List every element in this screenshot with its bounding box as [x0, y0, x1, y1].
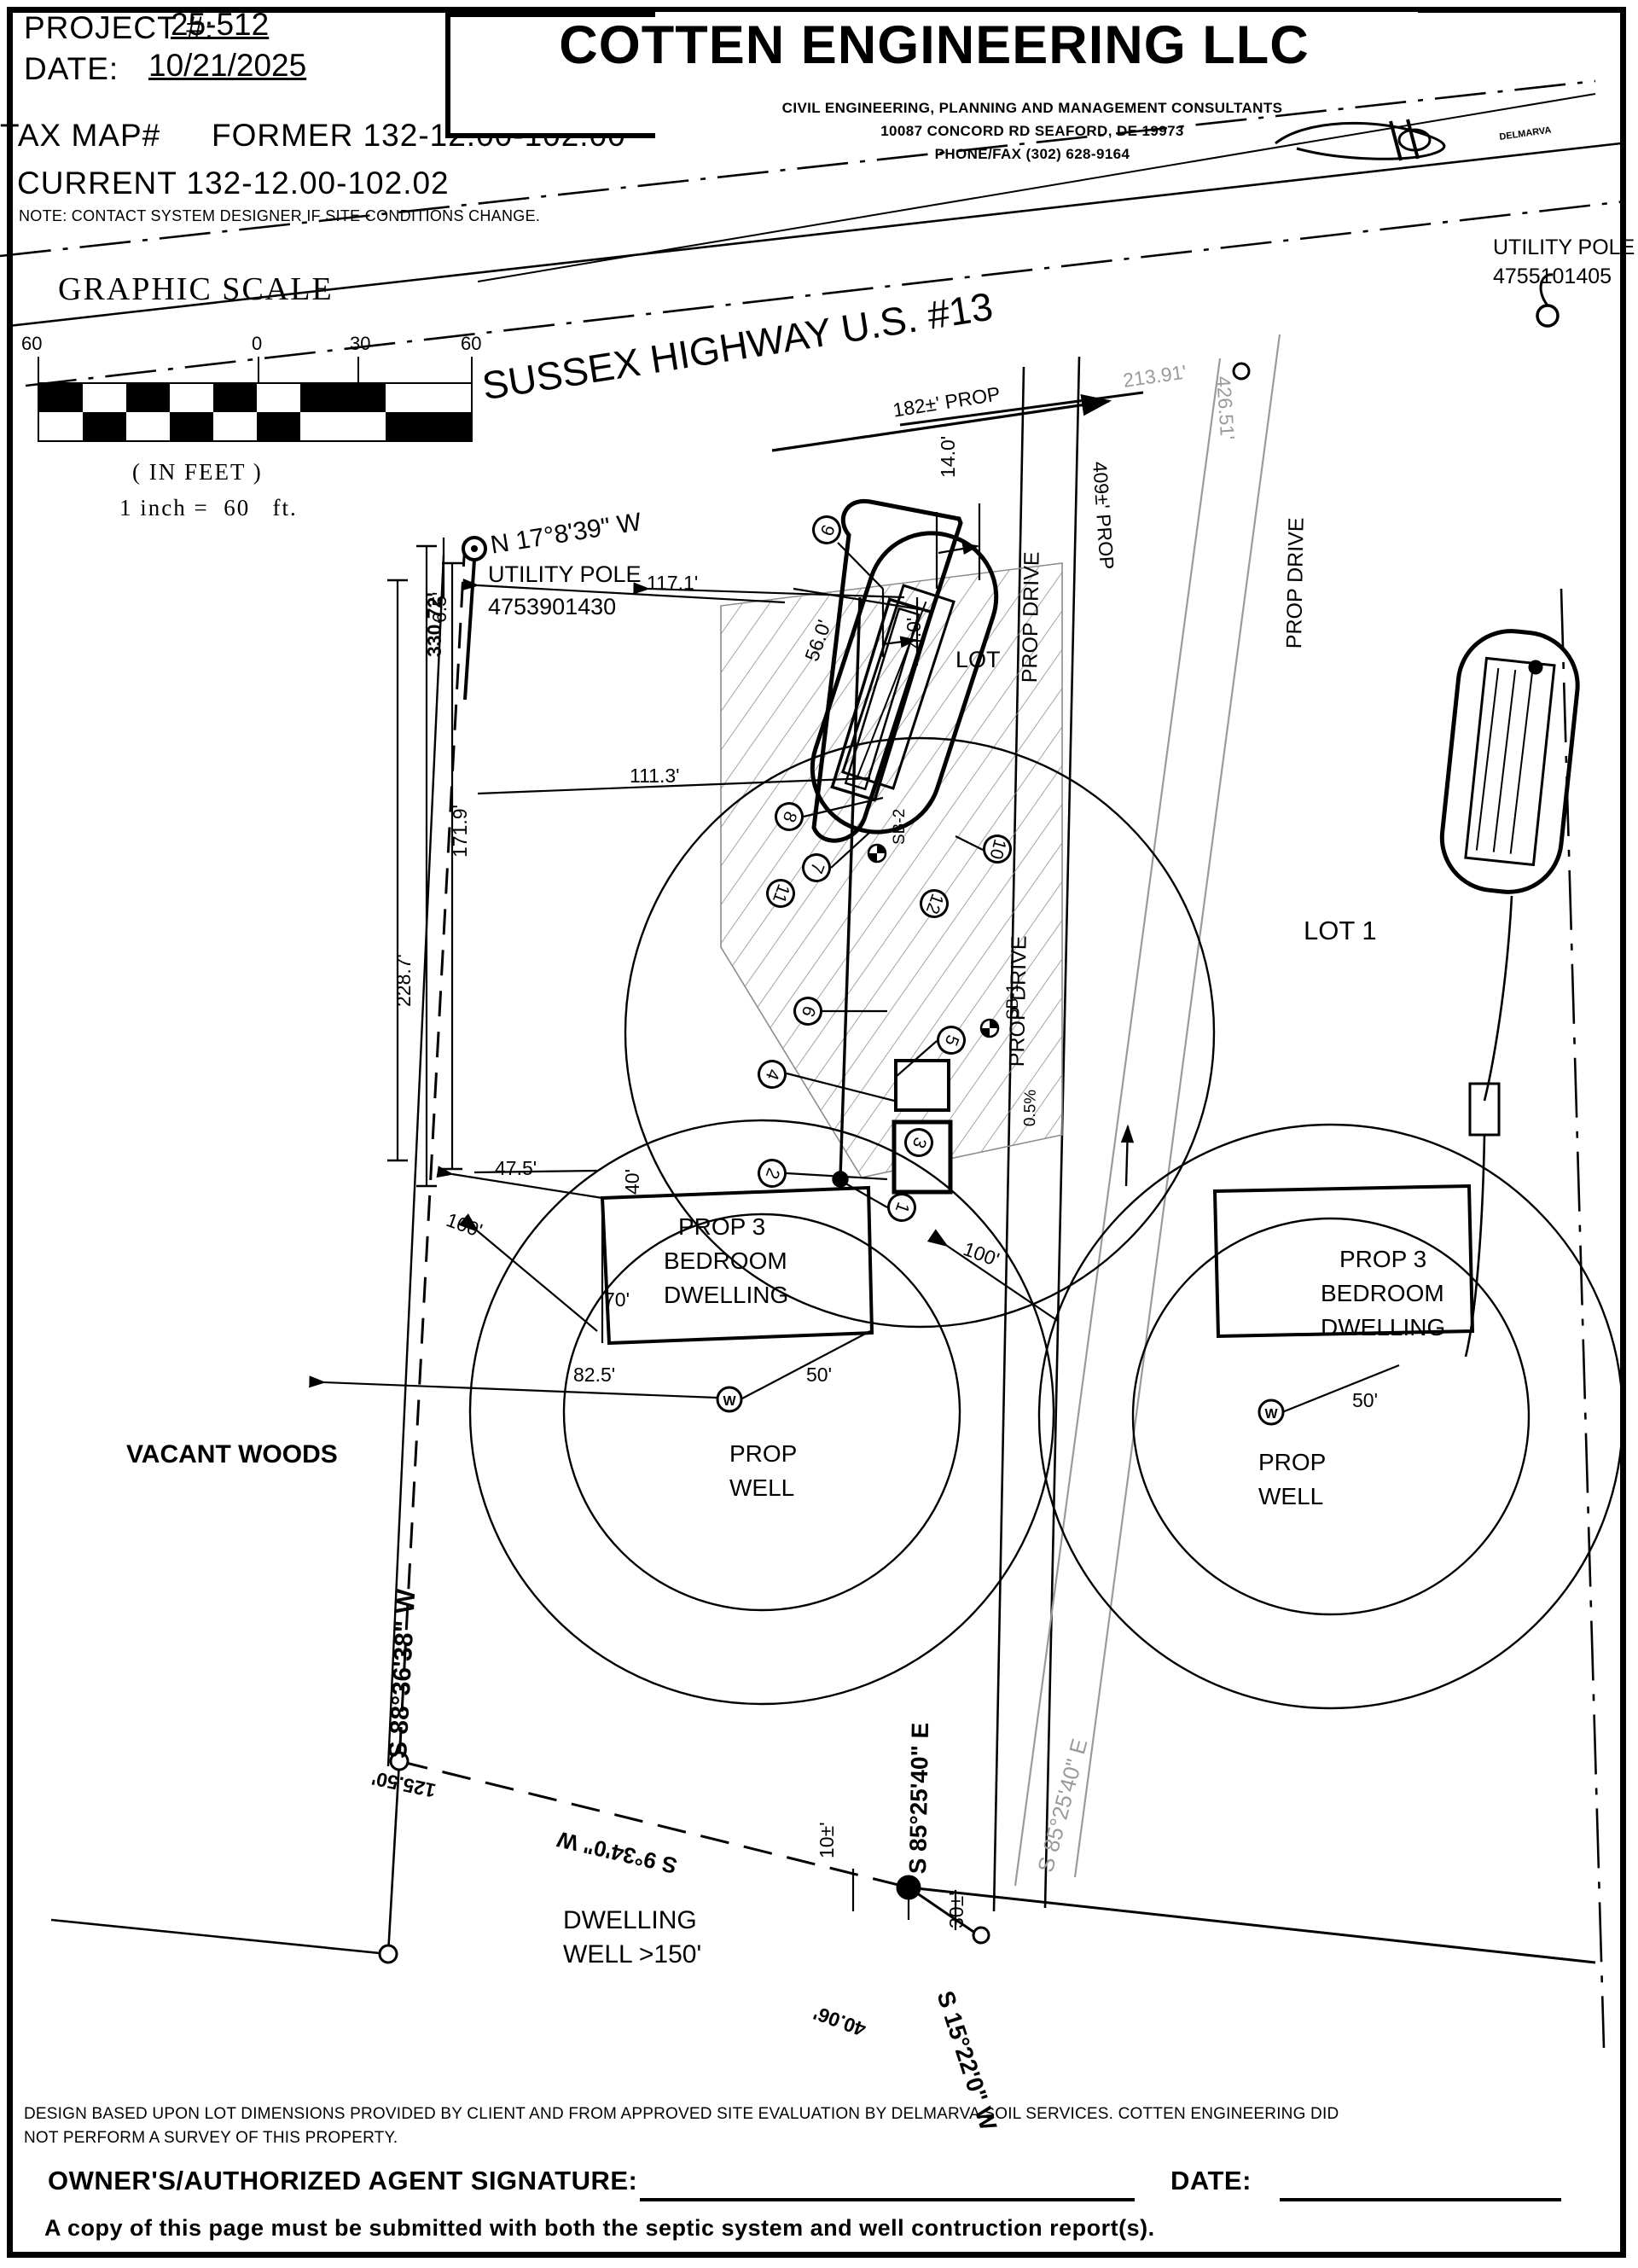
- prop-drive-label-2: PROP DRIVE: [1282, 517, 1309, 649]
- scale-tick-mark-1: [258, 357, 259, 382]
- dimension-leaders: [309, 538, 1059, 1399]
- date-label: DATE:: [24, 51, 119, 86]
- dim-82-5: 82.5': [573, 1364, 616, 1386]
- dim-426-51: 426.51': [1212, 375, 1240, 441]
- scale-tick-0: 60: [21, 333, 43, 354]
- dim-10-pm: 10±': [816, 1822, 838, 1858]
- dwelling-well-note-1: DWELLING: [563, 1906, 697, 1934]
- dwelling-left-outline: [600, 1185, 874, 1346]
- dim-50-left: 50': [806, 1364, 832, 1386]
- company-address: 10087 CONCORD RD SEAFORD, DE 19973: [880, 123, 1184, 139]
- dwelling-left-line-2: BEDROOM: [664, 1247, 787, 1274]
- footer-date-label: DATE:: [1170, 2166, 1252, 2195]
- slope-label: 0.5%: [1021, 1089, 1040, 1127]
- sb-1-label: SB-1: [1004, 983, 1022, 1020]
- dim-6-5: 6.5': [428, 591, 450, 623]
- dim-171-9: 171.9': [449, 805, 471, 858]
- project-number-value: 25-512: [171, 7, 270, 42]
- copy-note: A copy of this page must be submitted wi…: [44, 2215, 1155, 2241]
- company-phone: PHONE/FAX (302) 628-9164: [934, 146, 1130, 162]
- lot1-label: LOT 1: [1304, 916, 1377, 945]
- svg-text:W: W: [1264, 1407, 1278, 1422]
- dwelling-right-line-1: PROP 3: [1339, 1246, 1427, 1272]
- scale-tick-mark-2: [357, 357, 359, 382]
- soil-boring-symbols: [867, 843, 1000, 1038]
- sheet-border: [7, 7, 1626, 2258]
- scale-ratio: 1 inch = 60 ft.: [119, 495, 298, 520]
- prop-drive-label-1: PROP DRIVE: [1018, 551, 1044, 683]
- drive-flow-arrow: [1120, 1124, 1135, 1187]
- dim-70: 70': [604, 1288, 630, 1311]
- vacant-woods-label: VACANT WOODS: [126, 1440, 338, 1468]
- dim-30-pm: 30±': [945, 1892, 967, 1928]
- dwelling-right-line-2: BEDROOM: [1321, 1280, 1444, 1306]
- dim-111-3: 111.3': [630, 765, 680, 787]
- svg-text:W: W: [723, 1394, 736, 1409]
- dwelling-well-note-2: WELL >150': [563, 1940, 702, 1969]
- project-number-label: PROJECT #:: [24, 10, 215, 45]
- prop-drive-edge: [1014, 334, 1281, 1887]
- scale-tick-1: 0: [252, 333, 263, 354]
- dim-47-5: 47.5': [495, 1157, 537, 1179]
- drainfield-left-shape: [810, 531, 999, 835]
- well-left-line-2: WELL: [729, 1474, 795, 1501]
- scale-bar: [38, 382, 473, 442]
- design-note-line-1: DESIGN BASED UPON LOT DIMENSIONS PROVIDE…: [24, 2105, 1339, 2123]
- dim-4-0: 4.0': [903, 617, 925, 648]
- dim-228-7: 228.7': [392, 954, 415, 1007]
- company-name: COTTEN ENGINEERING LLC: [559, 15, 1310, 75]
- dwelling-right-outline: [1212, 1183, 1475, 1339]
- dim-14-0: 14.0': [937, 435, 959, 478]
- lot-label: LOT: [956, 647, 1001, 672]
- utility-pole-left-label: UTILITY POLE: [488, 561, 642, 587]
- highway-rightofway: [0, 79, 1626, 387]
- scale-tick-3: 60: [461, 333, 482, 354]
- well-symbol-left: W: [716, 1386, 743, 1413]
- signature-label: OWNER'S/AUTHORIZED AGENT SIGNATURE:: [48, 2166, 638, 2195]
- well-symbol-right: W: [1258, 1399, 1285, 1426]
- graphic-scale-title: GRAPHIC SCALE: [58, 271, 334, 307]
- date-value: 10/21/2025: [148, 48, 307, 83]
- dim-50-right: 50': [1352, 1389, 1378, 1411]
- design-note-line-2: NOT PERFORM A SURVEY OF THIS PROPERTY.: [24, 2129, 398, 2147]
- well-radius-circles: [468, 736, 1624, 1710]
- signature-line[interactable]: [640, 2198, 1135, 2201]
- scale-units: ( IN FEET ): [132, 459, 263, 485]
- utility-pole-left-symbol: [462, 536, 487, 701]
- dwelling-left-line-3: DWELLING: [664, 1282, 789, 1308]
- utility-pole-right-id: 4755101405: [1493, 265, 1612, 288]
- sb-2-label: SB-2: [891, 808, 909, 845]
- scale-tick-mark-0: [38, 357, 39, 382]
- title-block-inner: [655, 12, 1418, 138]
- dwelling-left-line-1: PROP 3: [678, 1213, 766, 1240]
- dim-40: 40': [621, 1169, 643, 1195]
- drainfield-right: [1439, 629, 1580, 1358]
- tax-map-current: CURRENT 132-12.00-102.02: [17, 166, 450, 201]
- bearing-south-e1: S 85°25'40" E: [904, 1722, 934, 1875]
- tax-map-label: TAX MAP#: [0, 118, 161, 153]
- well-left-line-1: PROP: [729, 1440, 798, 1467]
- scale-tick-mark-3: [471, 357, 473, 382]
- designer-note: NOTE: CONTACT SYSTEM DESIGNER IF SITE CO…: [19, 207, 541, 224]
- well-right-line-1: PROP: [1258, 1449, 1327, 1475]
- utility-pole-right-label: UTILITY POLE: [1493, 236, 1635, 259]
- footer-date-line[interactable]: [1280, 2198, 1561, 2201]
- logo-swoosh-icon: DELMARVA: [1275, 119, 1552, 161]
- dim-117-1: 117.1': [647, 572, 699, 594]
- utility-pole-right-symbol: [1536, 273, 1560, 328]
- property-boundary: [50, 540, 1606, 2049]
- company-services: CIVIL ENGINEERING, PLANNING AND MANAGEME…: [781, 100, 1283, 116]
- highway-centerline-callout: [771, 391, 1144, 452]
- well-right-line-2: WELL: [1258, 1483, 1324, 1509]
- utility-pole-left-id: 4753901430: [488, 594, 617, 619]
- dwelling-right-line-3: DWELLING: [1321, 1314, 1446, 1340]
